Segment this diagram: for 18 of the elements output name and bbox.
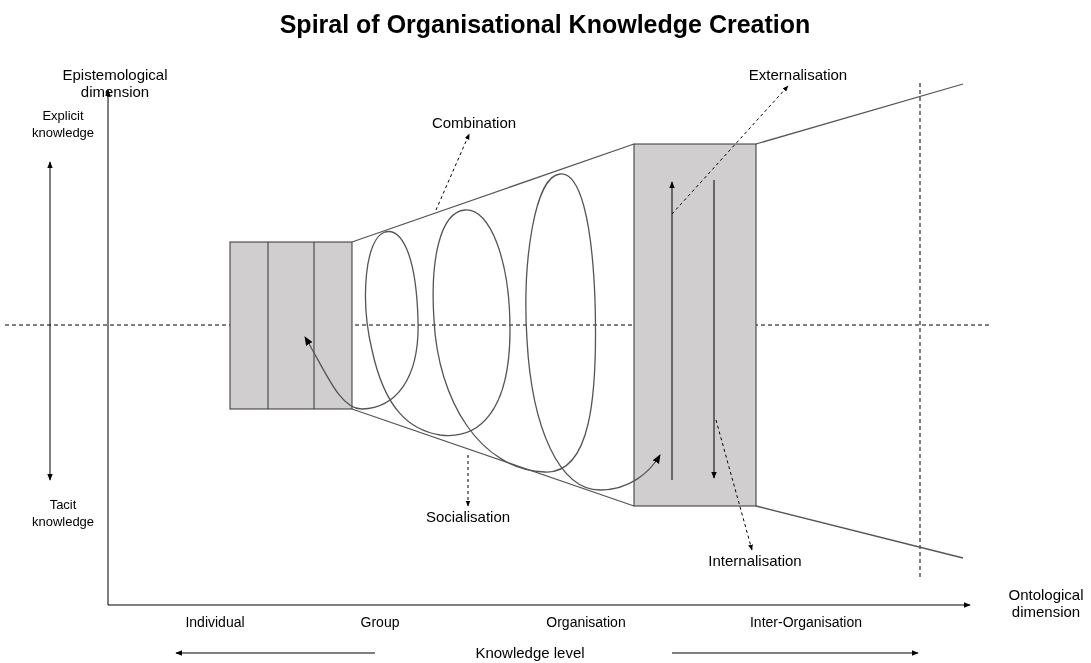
stage-label: Externalisation	[748, 66, 848, 84]
leader-line	[671, 85, 789, 215]
axis-label: Explicit knowledge	[30, 107, 96, 141]
leader-line	[715, 419, 753, 551]
level-label: Organisation	[546, 614, 626, 631]
level-label: Group	[360, 614, 400, 631]
level-label: Inter-Organisation	[749, 614, 863, 631]
axis-label: Ontological dimension	[1007, 586, 1085, 620]
level-label: Individual	[185, 614, 245, 631]
stage-label: Internalisation	[708, 552, 802, 570]
axis-title: Knowledge level	[475, 644, 585, 661]
axis-label: Epistemological dimension	[61, 66, 169, 100]
stage-label: Socialisation	[425, 508, 511, 526]
leader-line	[465, 454, 471, 507]
stage-label: Combination	[431, 114, 517, 132]
axis-label: Tacit knowledge	[30, 496, 96, 530]
diagram-title: Spiral of Organisational Knowledge Creation	[279, 10, 811, 39]
leader-line	[435, 133, 470, 211]
